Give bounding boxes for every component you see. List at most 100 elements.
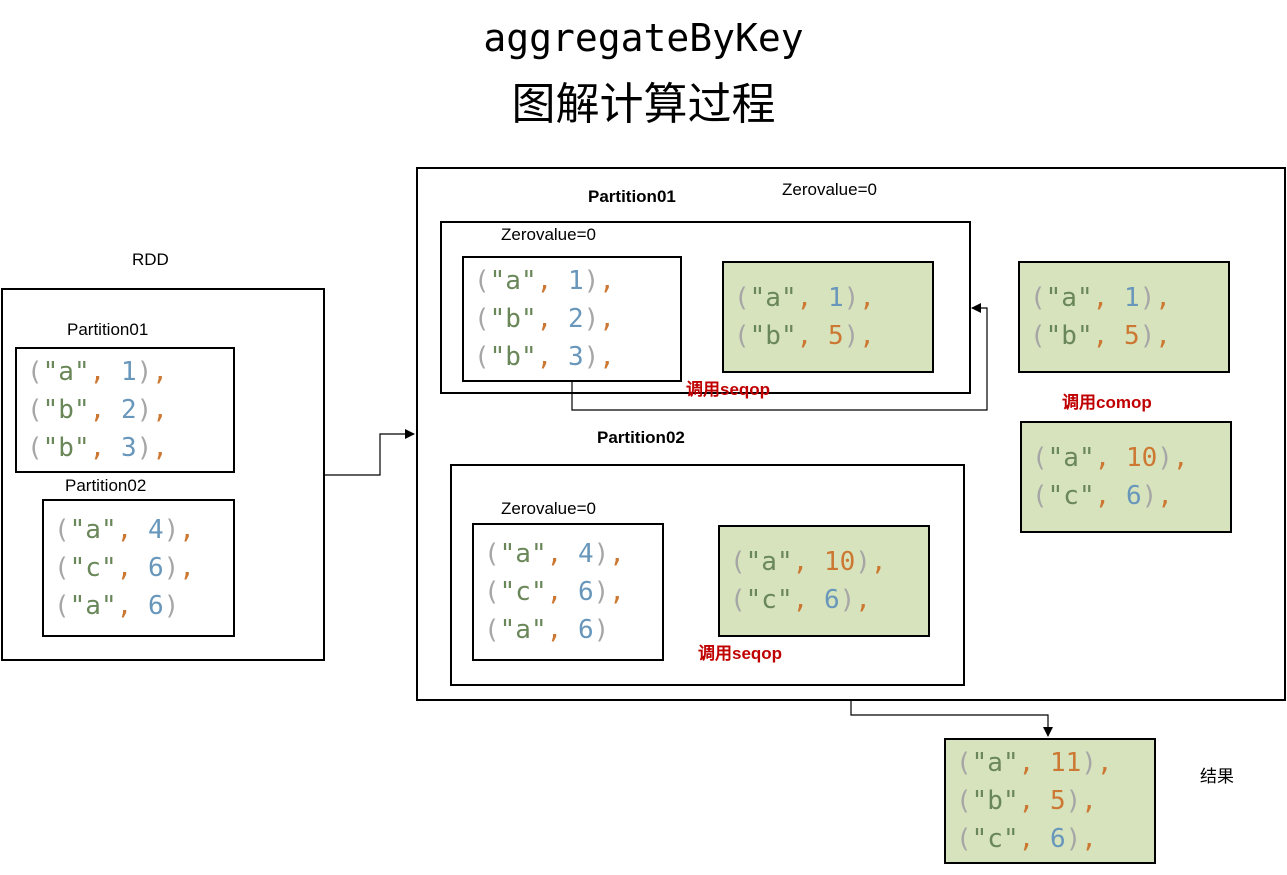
- tuple-sep: ,: [116, 591, 148, 621]
- tuple-comma: ,: [1081, 824, 1097, 854]
- tuple-key: "c": [745, 585, 793, 615]
- rdd-partition02-box: ("a", 4),("c", 6),("a", 6): [42, 499, 235, 637]
- code-block: ("a", 10),("c", 6),: [730, 543, 887, 619]
- paren-open: (: [484, 539, 500, 569]
- comop-input-1: ("a", 1),("b", 5),: [1018, 261, 1230, 373]
- tuple-line: ("a", 1),: [1030, 279, 1171, 317]
- paren-open: (: [956, 786, 972, 816]
- tuple-line: ("b", 5),: [734, 317, 875, 355]
- tuple-line: ("b", 2),: [27, 391, 168, 429]
- tuple-key: "b": [1045, 321, 1093, 351]
- paren-open: (: [734, 283, 750, 313]
- tuple-key: "b": [971, 786, 1019, 816]
- tuple-sep: ,: [796, 321, 828, 351]
- result-label: 结果: [1200, 767, 1234, 786]
- tuple-comma: ,: [152, 357, 168, 387]
- tuple-key: "c": [69, 553, 117, 583]
- tuple-sep: ,: [1018, 748, 1050, 778]
- paren-open: (: [474, 266, 490, 296]
- process-partition01-output: ("a", 1),("b", 5),: [722, 261, 934, 373]
- paren-close: ): [163, 515, 180, 545]
- paren-open: (: [730, 585, 746, 615]
- paren-close: ): [583, 266, 600, 296]
- tuple-sep: ,: [546, 539, 578, 569]
- paren-open: (: [956, 748, 972, 778]
- title-line2: 图解计算过程: [511, 79, 776, 130]
- tuple-value: 4: [147, 515, 164, 545]
- tuple-comma: ,: [1172, 443, 1189, 473]
- tuple-line: ("c", 6),: [54, 549, 195, 587]
- tuple-line: ("a", 4),: [484, 535, 625, 573]
- tuple-line: ("a", 1),: [734, 279, 875, 317]
- rdd-partition01-box: ("a", 1),("b", 2),("b", 3),: [15, 347, 235, 473]
- tuple-sep: ,: [89, 433, 121, 463]
- tuple-comma: ,: [870, 547, 887, 577]
- code-block: ("a", 11),("b", 5),("c", 6),: [956, 744, 1113, 858]
- tuple-key: "b": [42, 433, 90, 463]
- tuple-line: ("a", 11),: [956, 744, 1113, 782]
- tuple-sep: ,: [796, 283, 828, 313]
- process-partition02-label: Partition02: [597, 428, 685, 447]
- code-block: ("a", 1),("b", 5),: [734, 279, 875, 355]
- process-partition02-zerovalue: Zerovalue=0: [501, 499, 596, 518]
- paren-open: (: [27, 395, 43, 425]
- paren-open: (: [474, 342, 490, 372]
- tuple-key: "a": [1047, 443, 1095, 473]
- tuple-comma: ,: [1096, 748, 1113, 778]
- tuple-sep: ,: [1094, 481, 1126, 511]
- paren-close: ): [1065, 786, 1082, 816]
- paren-close: ): [593, 615, 610, 645]
- code-block: ("a", 10),("c", 6),: [1032, 439, 1189, 515]
- paren-open: (: [1032, 481, 1048, 511]
- tuple-value: 3: [567, 342, 584, 372]
- tuple-comma: ,: [1155, 283, 1171, 313]
- tuple-value: 2: [567, 304, 584, 334]
- comop-label: 调用comop: [1062, 393, 1152, 412]
- paren-close: ): [843, 321, 860, 351]
- tuple-key: "a": [42, 357, 90, 387]
- paren-close: ): [163, 591, 180, 621]
- tuple-comma: ,: [609, 539, 625, 569]
- paren-open: (: [734, 321, 750, 351]
- tuple-value: 1: [120, 357, 137, 387]
- tuple-key: "a": [499, 615, 547, 645]
- paren-close: ): [583, 342, 600, 372]
- tuple-line: ("a", 1),: [27, 353, 168, 391]
- paren-open: (: [1030, 321, 1046, 351]
- process-to-result-arrow: [850, 701, 1053, 737]
- process-partition01-zerovalue: Zerovalue=0: [501, 225, 596, 244]
- paren-close: ): [163, 553, 180, 583]
- tuple-value: 1: [1123, 283, 1140, 313]
- paren-open: (: [1032, 443, 1048, 473]
- tuple-sep: ,: [1018, 824, 1050, 854]
- tuple-key: "b": [42, 395, 90, 425]
- tuple-comma: ,: [859, 321, 875, 351]
- tuple-sep: ,: [792, 585, 824, 615]
- paren-close: ): [855, 547, 871, 577]
- tuple-comma: ,: [179, 515, 195, 545]
- tuple-line: ("a", 10),: [1032, 439, 1189, 477]
- tuple-key: "a": [69, 591, 117, 621]
- paren-close: ): [136, 357, 153, 387]
- tuple-value: 5: [827, 321, 844, 351]
- paren-open: (: [27, 433, 43, 463]
- tuple-value: 6: [147, 591, 164, 621]
- tuple-line: ("c", 6),: [484, 573, 625, 611]
- process-zerovalue: Zerovalue=0: [782, 180, 877, 199]
- process-partition01-label: Partition01: [588, 187, 676, 206]
- tuple-comma: ,: [859, 283, 875, 313]
- tuple-value: 1: [827, 283, 844, 313]
- tuple-line: ("b", 3),: [474, 338, 615, 376]
- tuple-value: 2: [120, 395, 137, 425]
- tuple-key: "a": [489, 266, 537, 296]
- rdd-partition02-label: Partition02: [65, 476, 147, 495]
- code-block: ("a", 1),("b", 2),("b", 3),: [474, 262, 615, 376]
- code-block: ("a", 1),("b", 2),("b", 3),: [27, 353, 168, 467]
- tuple-value: 5: [1049, 786, 1066, 816]
- tuple-value: 6: [577, 615, 594, 645]
- tuple-sep: ,: [116, 553, 148, 583]
- comop-input-2: ("a", 10),("c", 6),: [1020, 421, 1232, 533]
- tuple-line: ("c", 6),: [956, 820, 1113, 858]
- tuple-comma: ,: [152, 433, 168, 463]
- tuple-key: "a": [69, 515, 117, 545]
